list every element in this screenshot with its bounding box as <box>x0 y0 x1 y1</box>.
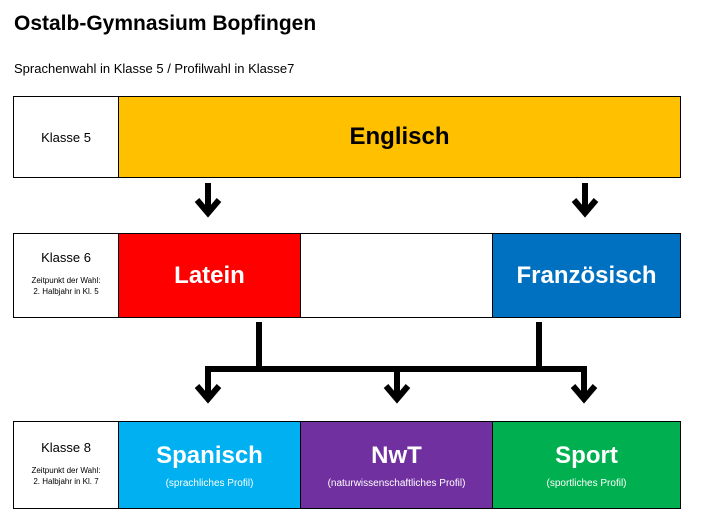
label-klasse-5: Klasse 5 <box>14 97 119 177</box>
label-klasse-6-note-1: Zeitpunkt der Wahl: <box>31 276 101 285</box>
cell-englisch: Englisch <box>119 97 680 177</box>
cell-sport: Sport (sportliches Profil) <box>493 422 680 508</box>
arrow-to-spanisch-head <box>194 384 222 404</box>
label-klasse-6-text: Klasse 6 <box>41 250 91 265</box>
arrow-to-sport-head <box>570 384 598 404</box>
cell-nwt-text: NwT <box>371 441 422 469</box>
row-klasse-5: Klasse 5 Englisch <box>13 96 681 178</box>
arrow-englisch-franzoesisch-head <box>571 198 599 218</box>
page-title: Ostalb-Gymnasium Bopfingen <box>14 12 317 35</box>
row-klasse-6: Klasse 6 Zeitpunkt der Wahl: 2. Halbjahr… <box>13 233 681 318</box>
cell-latein-text: Latein <box>174 261 245 289</box>
label-klasse-8-text: Klasse 8 <box>41 440 91 455</box>
label-klasse-5-text: Klasse 5 <box>41 129 91 145</box>
cell-empty <box>301 234 493 317</box>
cell-franzoesisch-text: Französisch <box>516 261 657 289</box>
cell-nwt: NwT (naturwissenschaftliches Profil) <box>301 422 493 508</box>
label-klasse-8-note-2: 2. Halbjahr in Kl. 7 <box>33 477 99 486</box>
cell-nwt-sub: (naturwissenschaftliches Profil) <box>327 477 466 489</box>
label-klasse-8-note-1: Zeitpunkt der Wahl: <box>31 466 101 475</box>
cell-englisch-text: Englisch <box>349 123 450 150</box>
cell-sport-sub: (sportliches Profil) <box>546 477 627 489</box>
cell-spanisch-text: Spanisch <box>156 441 263 469</box>
arrow-englisch-latein-head <box>194 198 222 218</box>
page-subtitle: Sprachenwahl in Klasse 5 / Profilwahl in… <box>14 61 295 76</box>
label-klasse-6-note-2: 2. Halbjahr in Kl. 5 <box>33 287 99 296</box>
label-klasse-8: Klasse 8 Zeitpunkt der Wahl: 2. Halbjahr… <box>14 422 119 508</box>
cell-franzoesisch: Französisch <box>493 234 680 317</box>
cell-spanisch: Spanisch (sprachliches Profil) <box>119 422 301 508</box>
cell-spanisch-sub: (sprachliches Profil) <box>165 477 254 489</box>
label-klasse-6: Klasse 6 Zeitpunkt der Wahl: 2. Halbjahr… <box>14 234 119 317</box>
cell-sport-text: Sport <box>555 441 618 469</box>
row-klasse-8: Klasse 8 Zeitpunkt der Wahl: 2. Halbjahr… <box>13 421 681 509</box>
arrow-to-nwt-head <box>383 384 411 404</box>
cell-latein: Latein <box>119 234 301 317</box>
